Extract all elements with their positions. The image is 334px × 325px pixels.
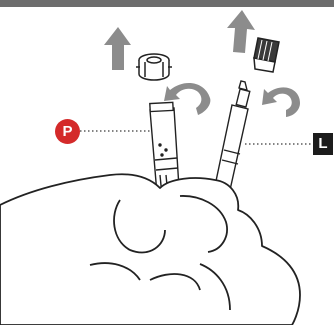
up-arrow-icon-left (104, 27, 131, 70)
up-arrow-icon-right (227, 10, 255, 53)
l-badge: L (313, 133, 333, 155)
hand-illustration (0, 174, 300, 325)
p-badge: P (55, 119, 80, 144)
rotate-arrow-icon-right (262, 87, 300, 117)
cap-left-icon (136, 54, 172, 80)
cap-right-icon (254, 38, 279, 72)
